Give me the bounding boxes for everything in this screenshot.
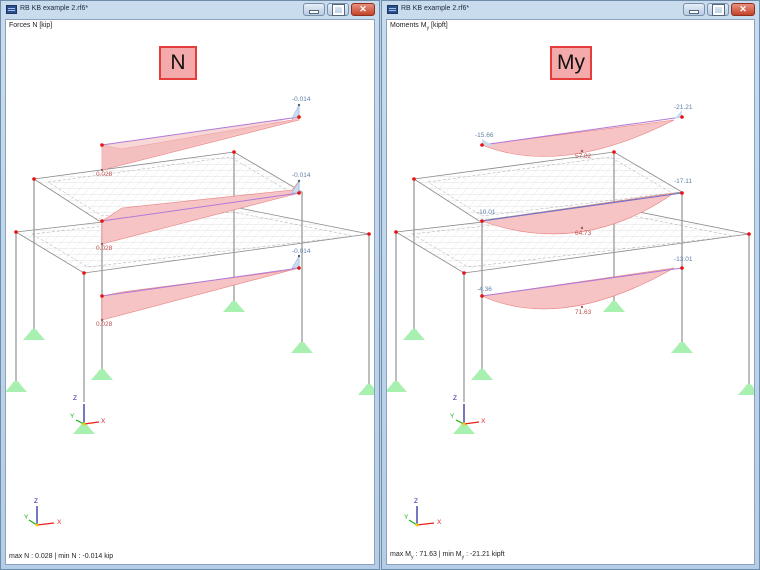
- model-viewport[interactable]: Forces N [kip] N: [5, 19, 375, 565]
- close-button[interactable]: ✕: [351, 3, 375, 16]
- maximize-button[interactable]: [327, 3, 349, 16]
- structure-diagram: [6, 103, 374, 527]
- result-label: -15.66: [475, 132, 494, 139]
- view-header-main: Moments M: [390, 22, 427, 29]
- axis-label-y: Y: [450, 413, 455, 420]
- window-title: RB KB example 2.rf6*: [401, 5, 470, 12]
- view-header-unit: [kipft]: [429, 22, 448, 29]
- result-label: -0.014: [292, 96, 311, 103]
- result-label: -17.11: [674, 178, 692, 185]
- axis-label-z: Z: [453, 395, 457, 402]
- status-sub: y: [411, 554, 414, 560]
- minimize-icon: [304, 4, 324, 15]
- close-icon: ✕: [739, 4, 747, 14]
- view-header: Forces N [kip]: [9, 22, 53, 29]
- global-axis-label-z: Z: [414, 498, 418, 505]
- global-axis-label-y: Y: [24, 514, 29, 521]
- axis-label-x: X: [481, 418, 486, 425]
- result-label: 71.63: [575, 309, 592, 316]
- result-label: 0.028: [96, 245, 113, 252]
- result-label: 64.73: [575, 230, 592, 237]
- view-header: Moments My [kipft]: [390, 22, 448, 31]
- global-axes-icon: [28, 506, 55, 527]
- app-icon: [387, 5, 398, 14]
- minimize-button[interactable]: [683, 3, 705, 16]
- window-forces-n: RB KB example 2.rf6* ✕ Forces N [kip] N: [0, 0, 380, 570]
- window-moments-my: RB KB example 2.rf6* ✕ Moments My [kipft…: [381, 0, 760, 570]
- global-axis-label-y: Y: [404, 514, 409, 521]
- result-label: 0.028: [96, 321, 113, 328]
- axis-label-y: Y: [70, 413, 75, 420]
- local-axes-icon: [75, 404, 100, 426]
- title-bar[interactable]: RB KB example 2.rf6* ✕: [1, 1, 379, 19]
- status-bar-text: max My : 71.63 | min My : -21.21 kipft: [390, 551, 505, 560]
- model-viewport[interactable]: Moments My [kipft] My: [386, 19, 755, 565]
- maximize-icon: [328, 4, 348, 15]
- axial-force-diagrams: [100, 103, 301, 322]
- nodes: [14, 150, 371, 275]
- result-label: -13.01: [674, 256, 693, 263]
- global-axis-label-x: X: [437, 519, 442, 526]
- result-label: 0.028: [96, 171, 113, 178]
- result-type-badge: My: [550, 46, 592, 80]
- minimize-button[interactable]: [303, 3, 325, 16]
- result-label: -21.21: [674, 104, 693, 111]
- status-part: max M: [390, 550, 411, 558]
- result-label: -0.014: [292, 172, 311, 179]
- title-bar[interactable]: RB KB example 2.rf6* ✕: [382, 1, 759, 19]
- app-icon: [6, 5, 17, 14]
- result-label: -10.01: [477, 209, 496, 216]
- result-type-badge: N: [159, 46, 197, 80]
- result-label: 57.82: [575, 153, 592, 160]
- close-button[interactable]: ✕: [731, 3, 755, 16]
- status-bar-text: max N : 0.028 | min N : -0.014 kip: [9, 553, 114, 560]
- status-sub: y: [461, 554, 465, 560]
- bending-moment-diagrams: [480, 110, 684, 310]
- axis-label-x: X: [101, 418, 106, 425]
- maximize-button[interactable]: [707, 3, 729, 16]
- status-part: : -21.21 kipft: [464, 550, 505, 558]
- global-axis-label-z: Z: [34, 498, 38, 505]
- status-part: : 71.63 | min M: [413, 550, 462, 558]
- close-icon: ✕: [359, 4, 367, 14]
- axis-label-z: Z: [73, 395, 77, 402]
- global-axis-label-x: X: [57, 519, 62, 526]
- supports: [6, 301, 374, 434]
- maximize-icon: [708, 4, 728, 15]
- window-title: RB KB example 2.rf6*: [20, 5, 89, 12]
- view-header-sub: y: [426, 25, 430, 32]
- minimize-icon: [684, 4, 704, 15]
- structure-diagram: [387, 110, 754, 527]
- result-label: -4.36: [477, 286, 492, 293]
- result-label: -0.014: [292, 248, 311, 255]
